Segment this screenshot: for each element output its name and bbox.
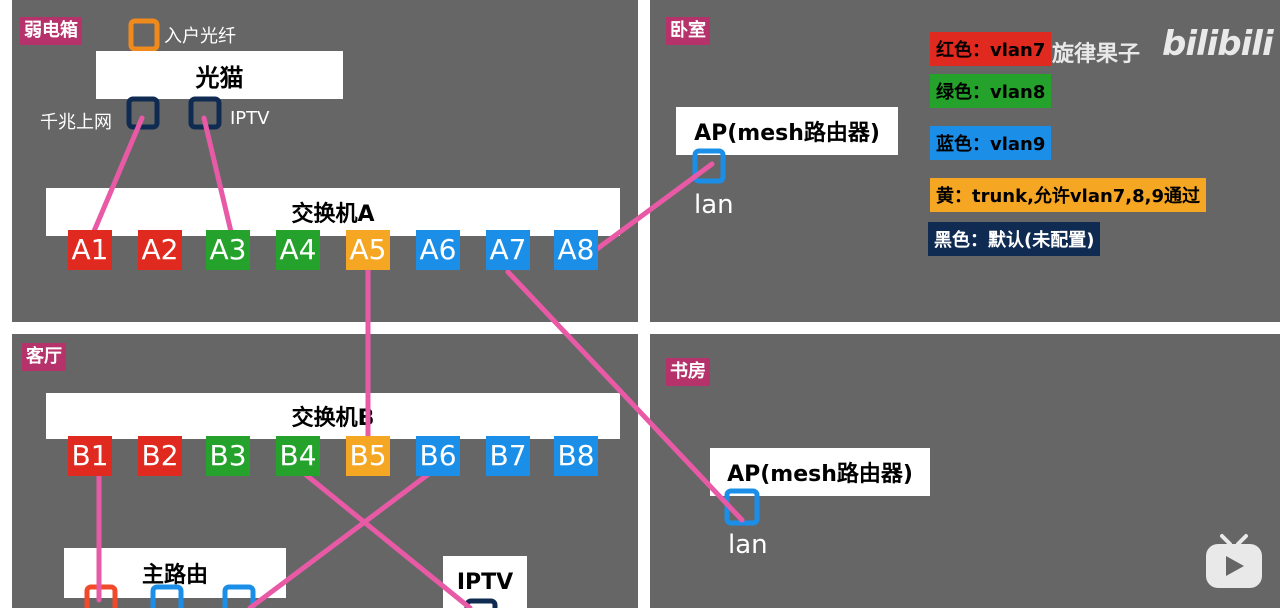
- modem-iptv-port-icon: [188, 96, 222, 130]
- bilibili-tv-icon: [1206, 534, 1262, 588]
- modem-box: 光猫: [96, 51, 343, 99]
- switch-b-title: 交换机B: [291, 406, 375, 431]
- author-watermark: 旋律果子: [1052, 42, 1141, 67]
- study-ap-lan-port-icon: [724, 488, 760, 526]
- bedroom-ap-title: AP(mesh路由器): [694, 121, 880, 146]
- switch-a-port-a6: A6: [416, 230, 460, 270]
- iptv-port-icon: [464, 598, 498, 608]
- switch-a-port-a7: A7: [486, 230, 530, 270]
- iptv-title: IPTV: [456, 569, 514, 595]
- switch-b-port-b3: B3: [206, 436, 250, 476]
- switch-b-port-b2: B2: [138, 436, 182, 476]
- modem-internet-label: 千兆上网: [40, 112, 112, 133]
- study-ap-lan-label: lan: [728, 530, 768, 560]
- switch-a-port-a3: A3: [206, 230, 250, 270]
- switch-b-box: 交换机B: [46, 393, 620, 439]
- modem-title: 光猫: [195, 63, 244, 92]
- switch-a-port-a1: A1: [68, 230, 112, 270]
- study-ap-box: AP(mesh路由器): [710, 448, 930, 496]
- legend-item: 黄：trunk,允许vlan7,8,9通过: [930, 178, 1207, 212]
- switch-b-port-b7: B7: [486, 436, 530, 476]
- room-utility-box: [12, 0, 638, 322]
- switch-a-port-a5: A5: [346, 230, 390, 270]
- modem-internet-port-icon: [126, 96, 160, 130]
- legend-item: 蓝色：vlan9: [930, 126, 1052, 160]
- room-tag-utility: 弱电箱: [20, 17, 82, 45]
- legend-item: 红色：vlan7: [930, 32, 1052, 66]
- switch-b-port-b4: B4: [276, 436, 320, 476]
- legend-item: 绿色：vlan8: [930, 74, 1052, 108]
- modem-iptv-label: IPTV: [230, 108, 270, 129]
- study-ap-title: AP(mesh路由器): [727, 462, 913, 487]
- switch-a-title: 交换机A: [291, 202, 375, 227]
- bedroom-ap-box: AP(mesh路由器): [676, 107, 898, 155]
- bedroom-ap-lan-port-icon: [692, 148, 726, 184]
- legend-item: 黑色：默认(未配置): [928, 222, 1101, 256]
- bilibili-logo-watermark: bilibili: [1162, 24, 1274, 64]
- fiber-port-icon: [128, 18, 160, 52]
- fiber-label: 入户光纤: [164, 26, 236, 47]
- switch-a-port-a4: A4: [276, 230, 320, 270]
- router-port-3-icon: [222, 584, 256, 608]
- switch-a-box: 交换机A: [46, 188, 620, 236]
- router-port-1-icon: [84, 584, 118, 608]
- switch-b-port-b8: B8: [554, 436, 598, 476]
- room-tag-living: 客厅: [22, 343, 66, 371]
- room-tag-bedroom: 卧室: [666, 17, 710, 45]
- bedroom-ap-lan-label: lan: [694, 190, 734, 220]
- switch-b-port-b1: B1: [68, 436, 112, 476]
- main-router-title: 主路由: [141, 563, 208, 588]
- room-tag-study: 书房: [666, 358, 710, 386]
- switch-b-port-b6: B6: [416, 436, 460, 476]
- switch-a-port-a2: A2: [138, 230, 182, 270]
- switch-a-port-a8: A8: [554, 230, 598, 270]
- router-port-2-icon: [150, 584, 184, 608]
- switch-b-port-b5: B5: [346, 436, 390, 476]
